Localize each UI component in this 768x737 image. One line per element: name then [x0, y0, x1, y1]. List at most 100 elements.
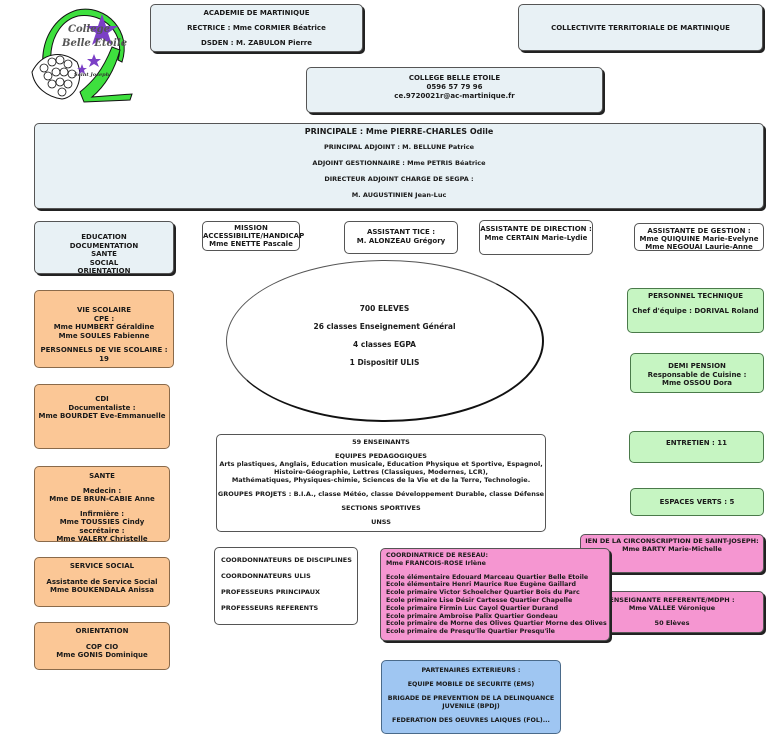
ecole-item: Ecole élémentaire Edouard Marceau Quarti… — [386, 573, 589, 581]
cpe-name-1: Mme HUMBERT Géraldine — [53, 323, 155, 331]
technique-title: PERSONNEL TECHNIQUE — [647, 292, 744, 300]
college-phone: 0596 57 79 96 — [426, 83, 483, 91]
collectivite-box: COLLECTIVITE TERRITORIALE DE MARTINIQUE — [518, 4, 763, 51]
equipes-line-3: Mathématiques, Physiques-chimie, Science… — [231, 476, 531, 484]
ien-name: Mme BARTY Marie-Michelle — [622, 545, 722, 553]
chef-equipe: Chef d'équipe : DORIVAL Roland — [632, 307, 759, 315]
sante-title: SANTE — [89, 472, 115, 480]
classes-egpa: 4 classes EGPA — [353, 340, 416, 349]
mdph-title: ENSEIGNANTE REFERENTE/MDPH : — [609, 596, 735, 604]
reseau-name: Mme FRANCOIS-ROSE Irlène — [386, 559, 486, 567]
assistante-sociale-label: Assistante de Service Social — [46, 577, 158, 586]
svg-text:College: College — [68, 24, 110, 35]
service-social-title: SERVICE SOCIAL — [69, 562, 135, 570]
ecole-item: Ecole primaire Ambroise Palix Quartier G… — [386, 612, 558, 620]
mdph-box: ENSEIGNANTE REFERENTE/MDPH : Mme VALLEE … — [580, 591, 764, 633]
collectivite-label: COLLECTIVITE TERRITORIALE DE MARTINIQUE — [551, 24, 730, 32]
infirmiere-label: Infirmière : — [79, 509, 125, 518]
svg-text:Belle Etoile: Belle Etoile — [61, 38, 127, 49]
unss: UNSS — [371, 518, 391, 526]
reseau-box: COORDINATRICE DE RESEAU: Mme FRANCOIS-RO… — [380, 548, 610, 641]
cop-cio-name: Mme GONIS Dominique — [56, 651, 148, 659]
academie-title: ACADEMIE DE MARTINIQUE — [203, 9, 310, 17]
ecole-item: Ecole primaire Lise Désir Cartesse Quart… — [386, 596, 573, 604]
assistante-direction-title: ASSISTANTE DE DIRECTION : — [480, 225, 592, 233]
entretien-box: ENTRETIEN : 11 — [629, 431, 764, 463]
espaces-verts-count: ESPACES VERTS : 5 — [659, 498, 735, 506]
college-box: COLLEGE BELLE ETOILE 0596 57 79 96 ce.97… — [306, 67, 603, 113]
rectrice: RECTRICE : Mme CORMIER Béatrice — [187, 24, 326, 32]
responsable-cuisine-name: Mme OSSOU Dora — [661, 379, 733, 387]
orientation-title: ORIENTATION — [75, 627, 129, 635]
college-email: ce.9720021r@ac-martinique.fr — [394, 92, 515, 100]
college-logo: College Belle Etoile Saint Joseph — [22, 2, 137, 107]
orientation-box: ORIENTATION COP CIO Mme GONIS Dominique — [34, 622, 170, 670]
vie-scolaire-title: VIE SCOLAIRE — [76, 306, 132, 314]
assistante-gestion-title: ASSISTANTE DE GESTION : — [647, 227, 751, 235]
cdi-box: CDI Documentaliste : Mme BOURDET Eve-Emm… — [34, 384, 170, 449]
directeur-segpa: DIRECTEUR ADJOINT CHARGE DE SEGPA : — [324, 175, 474, 183]
academie-box: ACADEMIE DE MARTINIQUE RECTRICE : Mme CO… — [150, 4, 363, 52]
coordonnateurs-disciplines: COORDONNATEURS DE DISCIPLINES — [221, 556, 352, 564]
assistante-direction-box: ASSISTANTE DE DIRECTION : Mme CERTAIN Ma… — [479, 220, 593, 255]
entretien-count: ENTRETIEN : 11 — [665, 439, 728, 447]
equipes-line-2: Histoire-Géographie, Lettres (Classiques… — [273, 468, 489, 476]
assistante-sociale-name: Mme BOUKENDALA Anissa — [50, 586, 154, 594]
sante-label: SANTE — [91, 250, 117, 258]
service-social-box: SERVICE SOCIAL Assistante de Service Soc… — [34, 557, 170, 607]
ecole-item: Ecole élémentaire Henri Maurice Rue Eugè… — [386, 581, 576, 589]
assistante-gestion-name-1: Mme QUIQUINE Marie-Evelyne — [639, 235, 759, 243]
documentaliste-name: Mme BOURDET Eve-Emmanuelle — [38, 412, 166, 420]
principale: PRINCIPALE : Mme PIERRE-CHARLES Odile — [304, 127, 494, 136]
infirmiere-name: Mme TOUSSIES Cindy — [59, 518, 145, 526]
cop-cio-label: COP CIO — [85, 642, 119, 651]
reseau-title: COORDINATRICE DE RESEAU: — [386, 552, 489, 559]
demi-pension-title: DEMI PENSION — [668, 362, 726, 370]
coordonnateurs-box: COORDONNATEURS DE DISCIPLINES COORDONNAT… — [214, 547, 358, 625]
equipes-line-1: Arts plastiques, Anglais, Education musi… — [219, 460, 543, 468]
assistante-gestion-box: ASSISTANTE DE GESTION : Mme QUIQUINE Mar… — [634, 223, 764, 251]
documentation-label: DOCUMENTATION — [69, 241, 139, 250]
ecole-item: Ecole primaire de Morne des Olives Quart… — [386, 620, 607, 628]
cpe-name-2: Mme SOULES Fabienne — [58, 331, 150, 340]
ecole-item: Ecole primaire Victor Schoelcher Quartie… — [386, 589, 580, 597]
vie-scolaire-box: VIE SCOLAIRE CPE : Mme HUMBERT Géraldine… — [34, 290, 174, 368]
ecole-item: Ecole primaire de Presqu'île Quartier Pr… — [386, 628, 555, 636]
principal-adjoint: PRINCIPAL ADJOINT : M. BELLUNE Patrice — [323, 143, 475, 151]
medecin-label: Medecin : — [82, 486, 122, 495]
ems: EQUIPE MOBILE DE SECURITE (EMS) — [407, 681, 535, 688]
demi-pension-box: DEMI PENSION Responsable de Cuisine : Mm… — [630, 353, 764, 393]
tice-name: M. ALONZEAU Grégory — [356, 237, 446, 245]
tice-box: ASSISTANT TICE : M. ALONZEAU Grégory — [344, 221, 458, 254]
enseignants-box: 59 ENSEINANTS EQUIPES PEDAGOGIQUES Arts … — [216, 434, 546, 532]
equipes-title: EQUIPES PEDAGOGIQUES — [335, 452, 427, 460]
lizard-star-logo-icon: College Belle Etoile Saint Joseph — [31, 8, 133, 103]
ien-box: IEN DE LA CIRCONSCRIPTION DE SAINT-JOSEP… — [580, 534, 764, 573]
espaces-verts-box: ESPACES VERTS : 5 — [630, 488, 764, 516]
education-label: EDUCATION — [81, 233, 127, 241]
ecole-item: Ecole primaire Firmin Luc Cayol Quartier… — [386, 604, 559, 612]
bpdj: BRIGADE DE PREVENTION DE LA DELINQUANCE … — [387, 695, 555, 710]
mission-box: MISSION ACCESSIBILITE/HANDICAP Mme ENETT… — [202, 221, 305, 251]
assistante-gestion-name-2: Mme NEGOUAI Laurie-Anne — [645, 243, 753, 251]
coordonnateurs-ulis: COORDONNATEURS ULIS — [221, 572, 311, 580]
cpe-label: CPE : — [93, 314, 115, 323]
dispositif-ulis: 1 Dispositif ULIS — [349, 358, 420, 367]
vie-scolaire-count: PERSONNELS DE VIE SCOLAIRE : 19 — [40, 346, 168, 363]
technique-box: PERSONNEL TECHNIQUE Chef d'équipe : DORI… — [627, 288, 764, 333]
adjoint-gestionnaire: ADJOINT GESTIONNAIRE : Mme PETRIS Béatri… — [312, 159, 486, 167]
professeurs-principaux: PROFESSEURS PRINCIPAUX — [221, 588, 321, 596]
eleves-count: 700 ELEVES — [359, 304, 410, 313]
partenaires-box: PARTENAIRES EXTERIEURS : EQUIPE MOBILE D… — [381, 660, 561, 734]
medecin-name: Mme DE BRUN-CABIE Anne — [49, 495, 155, 503]
svg-text:Saint Joseph: Saint Joseph — [74, 72, 110, 78]
groupes-projets: GROUPES PROJETS : B.I.A., classe Météo, … — [217, 490, 545, 498]
orientation-label: ORIENTATION — [77, 267, 131, 275]
directeur-segpa-name: M. AUGUSTINIEN Jean-Luc — [351, 191, 447, 199]
mission-subtitle: ACCESSIBILITE/HANDICAP — [203, 232, 305, 240]
secretaire-name: Mme VALERY Christelle — [56, 535, 148, 543]
education-box: EDUCATION DOCUMENTATION SANTE SOCIAL ORI… — [34, 221, 174, 275]
responsable-cuisine-label: Responsable de Cuisine : — [647, 370, 747, 379]
professeurs-referents: PROFESSEURS REFERENTS — [221, 604, 319, 612]
tice-title: ASSISTANT TICE : — [366, 228, 436, 236]
